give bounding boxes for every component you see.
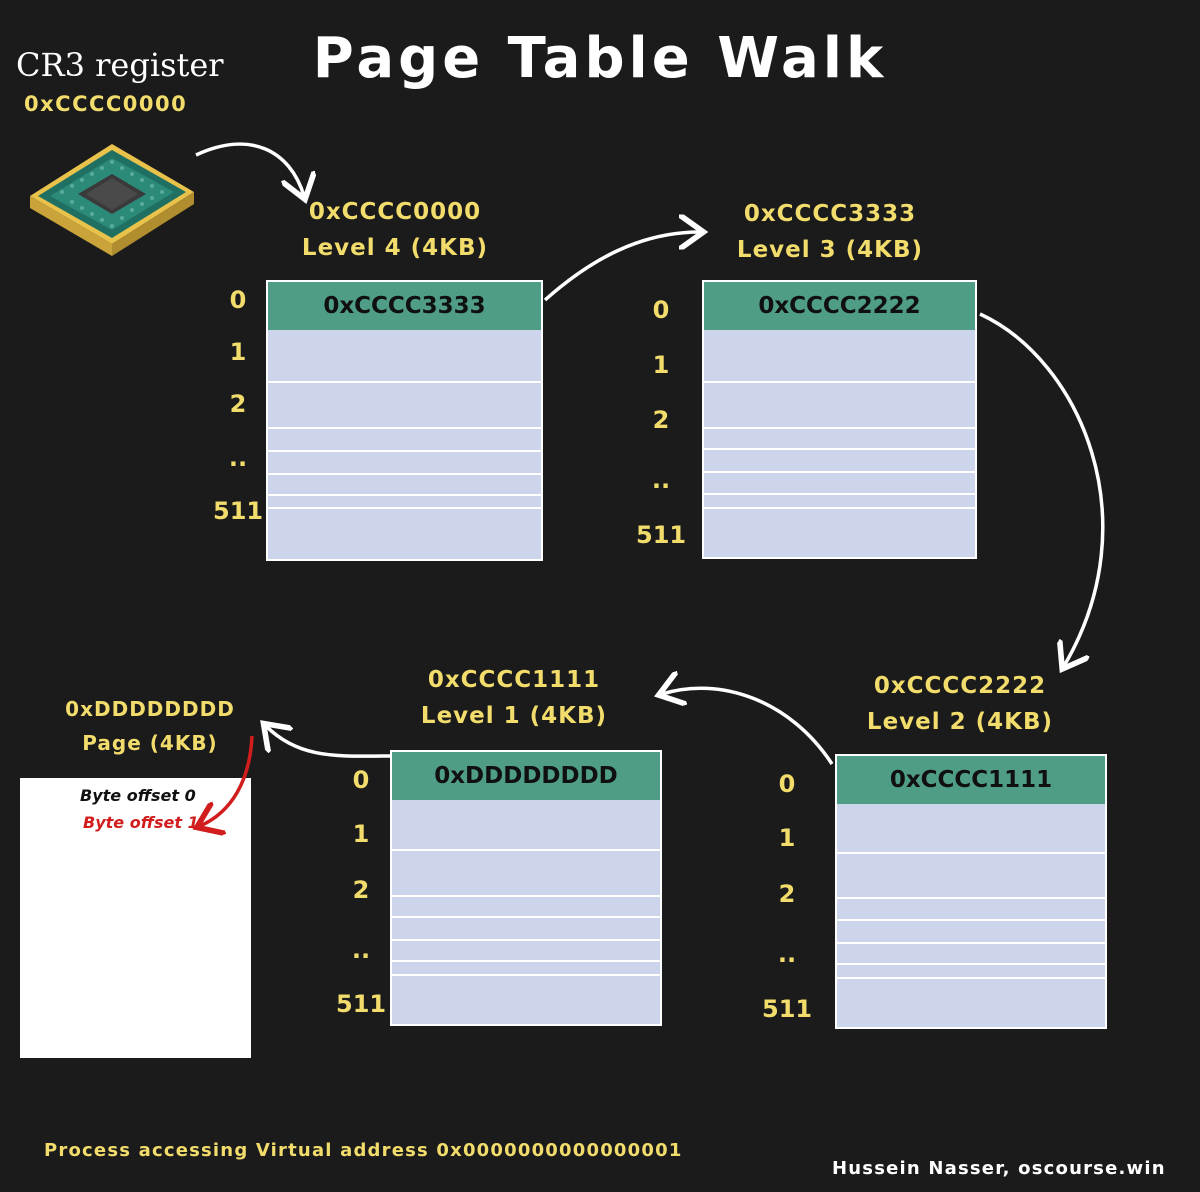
level4-name: Level 4 (4KB) — [301, 235, 489, 261]
level3-label: 0xCCCC3333 Level 3 (4KB) — [720, 196, 940, 268]
level4-index-0: 0 — [229, 286, 247, 314]
level1-index-511: 511 — [336, 990, 387, 1018]
level2-index-511: 511 — [762, 995, 813, 1023]
level2-index-1: 1 — [778, 824, 796, 852]
level4-index-dots: .. — [228, 444, 248, 472]
level1-address: 0xCCCC1111 — [427, 667, 601, 693]
level4-label: 0xCCCC0000 Level 4 (4KB) — [290, 194, 500, 266]
cr3-register-label: CR3 register — [16, 46, 224, 84]
level3-name: Level 3 (4KB) — [736, 237, 924, 263]
level4-table: 0xCCCC3333 — [266, 280, 543, 561]
arrow-level2-to-level1 — [662, 688, 834, 765]
level2-name: Level 2 (4KB) — [866, 709, 1054, 735]
level2-table: 0xCCCC1111 — [835, 754, 1107, 1029]
level2-index-2: 2 — [778, 880, 796, 908]
level3-address: 0xCCCC3333 — [743, 201, 917, 227]
level1-index-2: 2 — [352, 876, 370, 904]
virtual-address-caption: Process accessing Virtual address 0x0000… — [44, 1140, 683, 1161]
level3-index-2: 2 — [652, 406, 670, 434]
level3-entry-0: 0xCCCC2222 — [704, 282, 975, 330]
level4-index-511: 511 — [213, 497, 264, 525]
byte-offset-0: Byte offset 0 — [80, 786, 196, 805]
cpu-chip-icon — [30, 144, 194, 256]
arrow-cr3-to-level4 — [195, 142, 304, 196]
level4-address: 0xCCCC0000 — [308, 199, 482, 225]
level4-index-2: 2 — [229, 390, 247, 418]
level3-index-dots: .. — [651, 466, 671, 494]
level2-index-0: 0 — [778, 770, 796, 798]
level1-name: Level 1 (4KB) — [420, 703, 608, 729]
arrow-level1-to-page — [266, 726, 391, 758]
level1-index-0: 0 — [352, 766, 370, 794]
page-name: Page (4KB) — [82, 731, 218, 755]
level1-index-1: 1 — [352, 820, 370, 848]
byte-offset-1: Byte offset 1 — [83, 813, 199, 832]
page-address: 0xDDDDDDDD — [65, 697, 235, 721]
arrow-level4-to-level3 — [543, 232, 700, 302]
author-credit: Hussein Nasser, oscourse.win — [832, 1158, 1166, 1179]
level2-entry-0: 0xCCCC1111 — [837, 756, 1105, 804]
level4-index-1: 1 — [229, 338, 247, 366]
level1-entry-0: 0xDDDDDDDD — [392, 752, 660, 800]
level4-entry-0: 0xCCCC3333 — [268, 282, 541, 330]
level1-index-dots: .. — [351, 936, 371, 964]
page-label: 0xDDDDDDDD Page (4KB) — [40, 692, 260, 760]
arrow-to-byte-offset-1 — [200, 735, 254, 826]
level3-index-511: 511 — [636, 521, 687, 549]
level2-label: 0xCCCC2222 Level 2 (4KB) — [850, 668, 1070, 740]
level2-address: 0xCCCC2222 — [873, 673, 1047, 699]
page-title: Page Table Walk — [312, 26, 888, 91]
cr3-register-address: 0xCCCC0000 — [24, 92, 188, 116]
level2-index-dots: .. — [777, 940, 797, 968]
level1-table: 0xDDDDDDDD — [390, 750, 662, 1026]
level3-index-1: 1 — [652, 351, 670, 379]
level3-index-0: 0 — [652, 296, 670, 324]
level1-label: 0xCCCC1111 Level 1 (4KB) — [404, 662, 624, 734]
arrow-level3-to-level2 — [979, 312, 1105, 666]
level3-table: 0xCCCC2222 — [702, 280, 977, 559]
